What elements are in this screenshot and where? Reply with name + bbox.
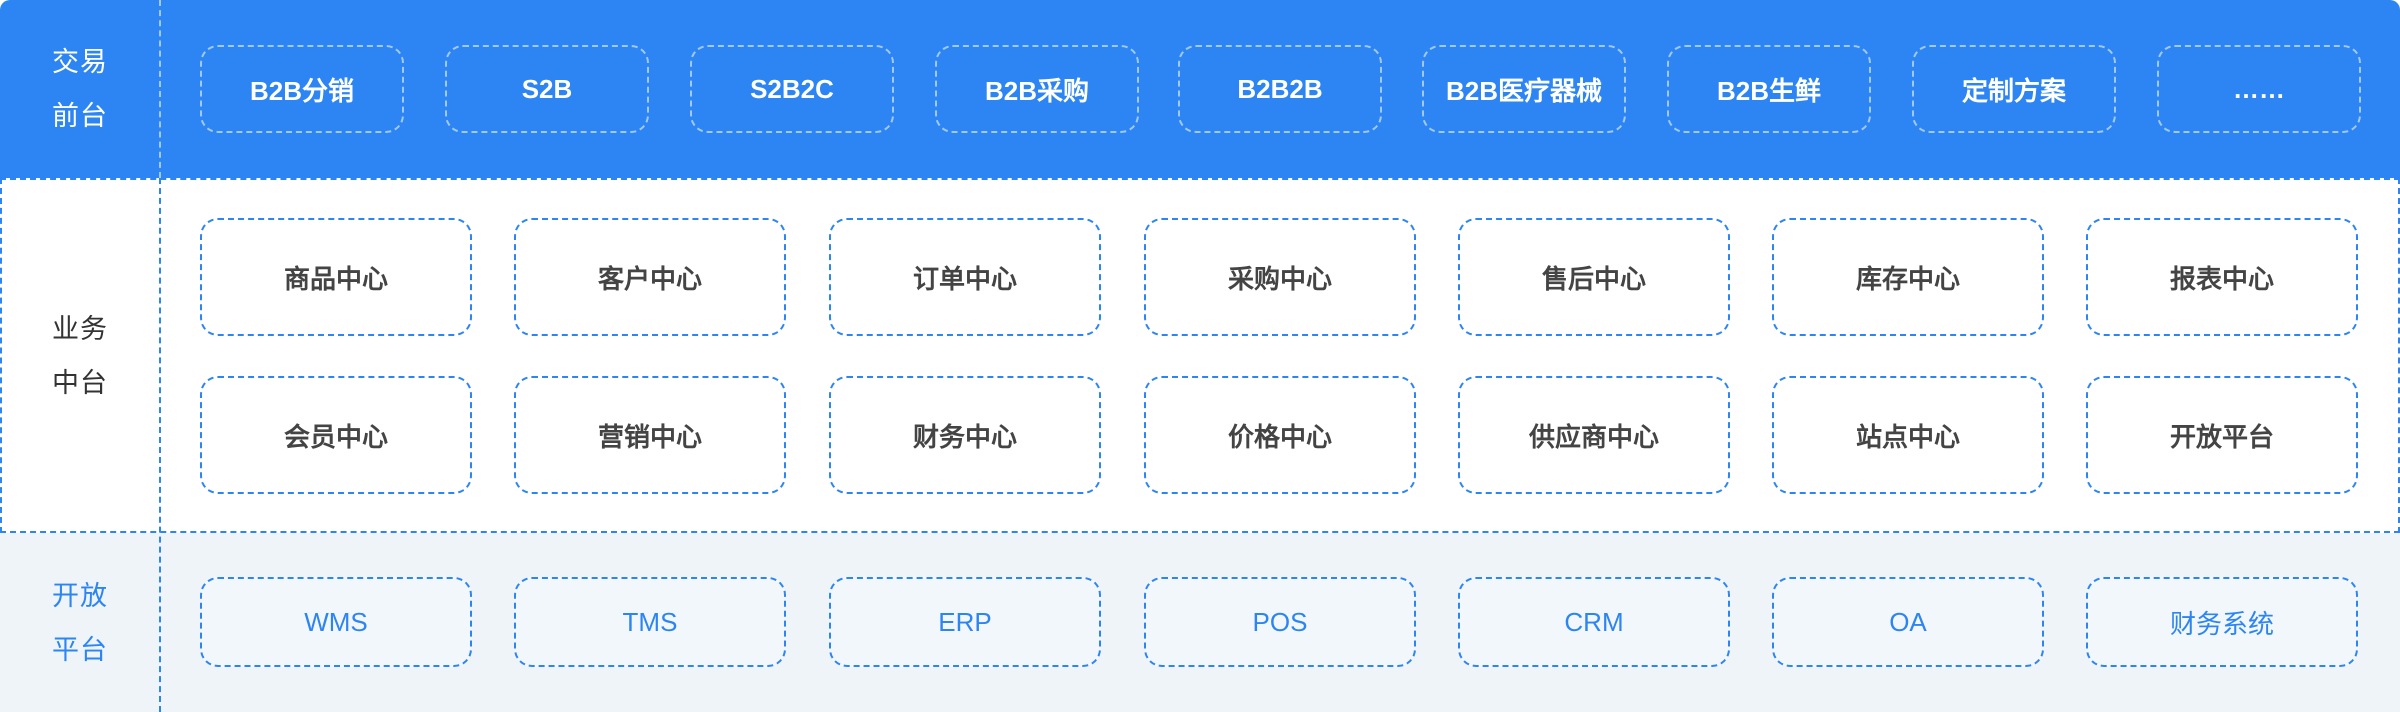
open-label-line1: 开放	[52, 580, 108, 611]
front-layer: 交易 前台 B2B分销 S2B S2B2C B2B采购 B2B2B B2B医疗器…	[0, 0, 2400, 178]
front-item-b2b-fresh: B2B生鲜	[1667, 45, 1871, 133]
open-layer: 开放 平台 WMS TMS ERP POS CRM OA 财务系统	[0, 533, 2400, 712]
open-label-line2: 平台	[52, 634, 108, 665]
front-item-custom-solution: 定制方案	[1912, 45, 2116, 133]
middle-item-product-center: 商品中心	[200, 218, 472, 336]
middle-item-inventory-center: 库存中心	[1772, 218, 2044, 336]
front-item-b2b-procurement: B2B采购	[935, 45, 1139, 133]
middle-label-line1: 业务	[52, 313, 108, 344]
middle-item-order-center: 订单中心	[829, 218, 1101, 336]
label-divider-top	[159, 0, 161, 178]
middle-item-finance-center: 财务中心	[829, 376, 1101, 494]
open-item-pos: POS	[1144, 577, 1416, 667]
middle-layer: 业务 中台 商品中心 客户中心 订单中心 采购中心 售后中心 库存中心 报表中心…	[0, 178, 2400, 533]
open-item-wms: WMS	[200, 577, 472, 667]
middle-item-customer-center: 客户中心	[514, 218, 786, 336]
middle-item-open-platform: 开放平台	[2086, 376, 2358, 494]
open-item-crm: CRM	[1458, 577, 1730, 667]
front-item-b2b2b: B2B2B	[1178, 45, 1382, 133]
front-item-more: ……	[2157, 45, 2361, 133]
front-label-line1: 交易	[52, 47, 108, 77]
middle-item-report-center: 报表中心	[2086, 218, 2358, 336]
open-item-oa: OA	[1772, 577, 2044, 667]
middle-item-aftersales-center: 售后中心	[1458, 218, 1730, 336]
middle-label-line2: 中台	[52, 367, 108, 398]
middle-item-procurement-center: 采购中心	[1144, 218, 1416, 336]
open-layer-label: 开放 平台	[0, 533, 160, 712]
front-item-b2b-distribution: B2B分销	[200, 45, 404, 133]
front-item-s2b2c: S2B2C	[690, 45, 894, 133]
middle-item-member-center: 会员中心	[200, 376, 472, 494]
middle-item-site-center: 站点中心	[1772, 376, 2044, 494]
front-label-line2: 前台	[52, 101, 108, 131]
open-item-tms: TMS	[514, 577, 786, 667]
label-divider	[159, 178, 161, 712]
front-layer-label: 交易 前台	[0, 0, 160, 178]
open-item-finance-system: 财务系统	[2086, 577, 2358, 667]
middle-layer-label: 业务 中台	[0, 180, 160, 531]
middle-item-marketing-center: 营销中心	[514, 376, 786, 494]
middle-item-price-center: 价格中心	[1144, 376, 1416, 494]
front-item-b2b-medical: B2B医疗器械	[1422, 45, 1626, 133]
middle-item-supplier-center: 供应商中心	[1458, 376, 1730, 494]
open-item-erp: ERP	[829, 577, 1101, 667]
front-item-s2b: S2B	[445, 45, 649, 133]
